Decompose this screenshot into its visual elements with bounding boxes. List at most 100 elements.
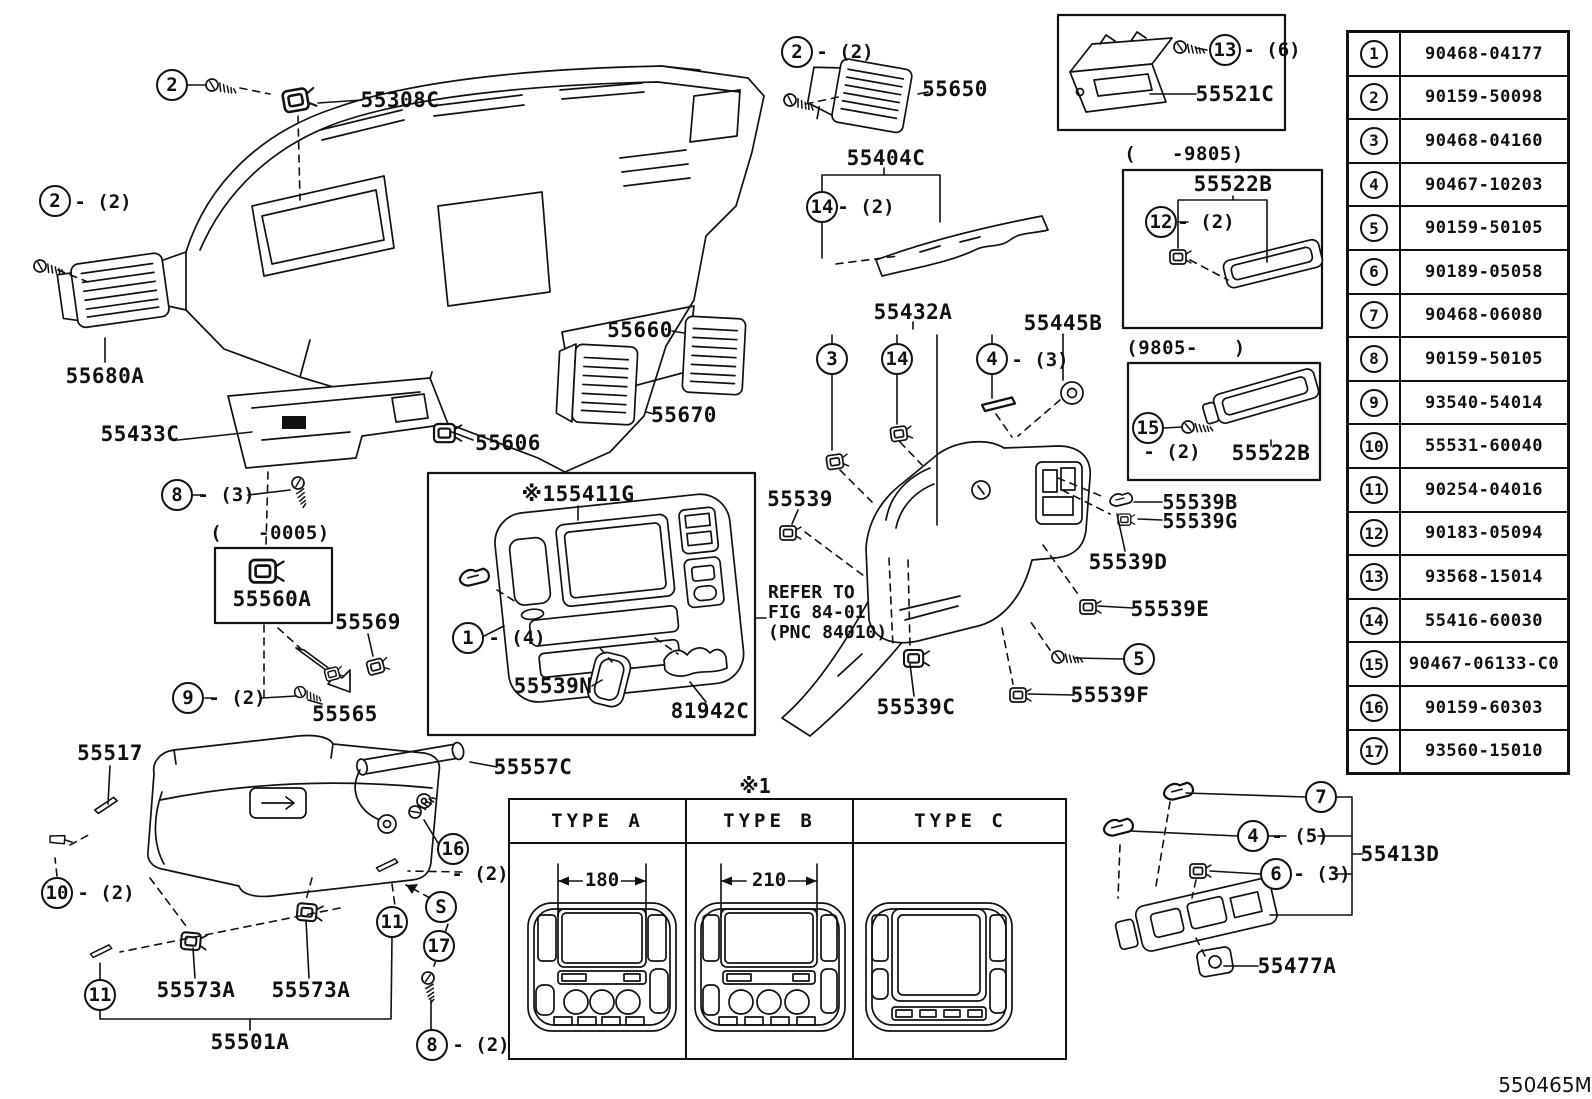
callout-10: 10 xyxy=(41,877,73,909)
row-number: 7 xyxy=(1360,301,1388,330)
part-number: 90189-05058 xyxy=(1424,261,1544,282)
callout-5: 5 xyxy=(1123,643,1155,675)
row-number: 16 xyxy=(1360,693,1388,722)
part-label-55539D: 55539D xyxy=(1088,550,1168,574)
part-number: 55416-60030 xyxy=(1424,610,1544,631)
callout-1: 1 xyxy=(452,622,484,654)
part-label-55432A: 55432A xyxy=(873,300,953,324)
parts-table-row: 17 93560-15010 xyxy=(1349,728,1567,773)
part-label-55670: 55670 xyxy=(651,403,717,427)
row-number-cell: 9 xyxy=(1349,381,1401,424)
part-label-55521C: 55521C xyxy=(1195,82,1275,106)
part-number: 90467-06133-C0 xyxy=(1408,654,1560,675)
callout-7: 7 xyxy=(1305,781,1337,813)
part-number: 55531-60040 xyxy=(1424,436,1544,457)
callout-9: 9 xyxy=(172,682,204,714)
part-label-55308C: 55308C xyxy=(360,88,440,112)
part-label-55539C: 55539C xyxy=(876,695,956,719)
callout-S: S xyxy=(425,891,457,923)
part-label-55573A: 55573A xyxy=(156,978,236,1002)
part-label-55413D: 55413D xyxy=(1360,842,1440,866)
row-number: 11 xyxy=(1360,475,1388,504)
parts-table-row: 15 90467-06133-C0 xyxy=(1349,641,1567,685)
callout-14-quantity: - (2) xyxy=(837,196,895,218)
callout-2-quantity: - (2) xyxy=(74,191,132,213)
part-label-55433C: 55433C xyxy=(100,422,180,446)
row-number-cell: 10 xyxy=(1349,425,1401,467)
row-number: 15 xyxy=(1360,650,1388,679)
row-number: 4 xyxy=(1360,170,1388,199)
type-a-width-dimension: 180 xyxy=(582,869,622,891)
part-label-55560A: 55560A xyxy=(232,587,312,611)
part-number: 93560-15010 xyxy=(1424,741,1544,762)
callout-12-quantity: - (2) xyxy=(1177,211,1235,233)
parts-table-row: 8 90159-50105 xyxy=(1349,336,1567,380)
row-number: 10 xyxy=(1360,432,1388,461)
part-label-55517: 55517 xyxy=(77,741,143,765)
callout-13: 13 xyxy=(1209,34,1241,66)
callout-15: 15 xyxy=(1132,412,1164,444)
callout-1-quantity: - (4) xyxy=(488,627,546,649)
row-number-cell: 14 xyxy=(1349,599,1401,642)
part-label-55445B: 55445B xyxy=(1023,311,1103,335)
parts-table-row: 5 90159-50105 xyxy=(1349,205,1567,249)
part-number: 90183-05094 xyxy=(1424,523,1544,544)
part-label-81942C: 81942C xyxy=(670,699,750,723)
part-label-55539G: 55539G xyxy=(1162,509,1238,533)
part-number: 90159-50105 xyxy=(1424,348,1544,369)
row-number-cell: 4 xyxy=(1349,163,1401,206)
callout-12: 12 xyxy=(1145,206,1177,238)
callout-11: 11 xyxy=(84,979,116,1011)
row-number-cell: 1 xyxy=(1349,33,1401,75)
callout-16-quantity: - (2) xyxy=(451,863,509,885)
row-number: 14 xyxy=(1360,606,1388,635)
refer-note-line2: FIG 84-01 xyxy=(768,602,866,623)
callout-6: 6 xyxy=(1260,858,1292,890)
part-label-55522B: 55522B xyxy=(1231,441,1311,465)
part-label-55569: 55569 xyxy=(335,610,401,634)
row-number-cell: 13 xyxy=(1349,556,1401,598)
row-number: 5 xyxy=(1360,214,1388,243)
part-number: 90159-50105 xyxy=(1424,218,1544,239)
callout-2-quantity: - (2) xyxy=(816,41,874,63)
row-number-cell: 8 xyxy=(1349,338,1401,380)
part-number: 90159-50098 xyxy=(1424,87,1544,108)
part-label-55573A: 55573A xyxy=(271,978,351,1002)
row-number-cell: 7 xyxy=(1349,294,1401,337)
row-number: 3 xyxy=(1360,126,1388,155)
callout-4-quantity: - (5) xyxy=(1271,825,1329,847)
callout-4-quantity: - (3) xyxy=(1011,349,1069,371)
part-label-55606: 55606 xyxy=(475,431,541,455)
type-b-header: TYPE B xyxy=(687,800,854,844)
part-label-55477A: 55477A xyxy=(1257,954,1337,978)
row-number-cell: 3 xyxy=(1349,120,1401,162)
part-number: 90468-04160 xyxy=(1424,130,1544,151)
row-number: 1 xyxy=(1360,39,1388,68)
part-number: 90468-04177 xyxy=(1424,43,1544,64)
type-c-cell xyxy=(854,844,1067,1058)
row-number-cell: 15 xyxy=(1349,643,1401,685)
callout-4: 4 xyxy=(976,343,1008,375)
row-number: 8 xyxy=(1360,344,1388,373)
callout-6-quantity: - (3) xyxy=(1293,863,1351,885)
type-a-header: TYPE A xyxy=(510,800,687,844)
part-label-55522B: 55522B xyxy=(1193,172,1273,196)
part-label-0005: ( -0005) xyxy=(210,522,330,544)
row-number: 9 xyxy=(1360,388,1388,417)
callout-10-quantity: - (2) xyxy=(77,882,135,904)
parts-table-row: 10 55531-60040 xyxy=(1349,423,1567,467)
part-label-9805: (9805- ) xyxy=(1126,337,1246,359)
row-number-cell: 17 xyxy=(1349,730,1401,773)
parts-table-row: 11 90254-04016 xyxy=(1349,466,1567,511)
part-number: 90254-04016 xyxy=(1424,479,1544,500)
callout-14: 14 xyxy=(881,343,913,375)
part-label-55539E: 55539E xyxy=(1130,597,1210,621)
